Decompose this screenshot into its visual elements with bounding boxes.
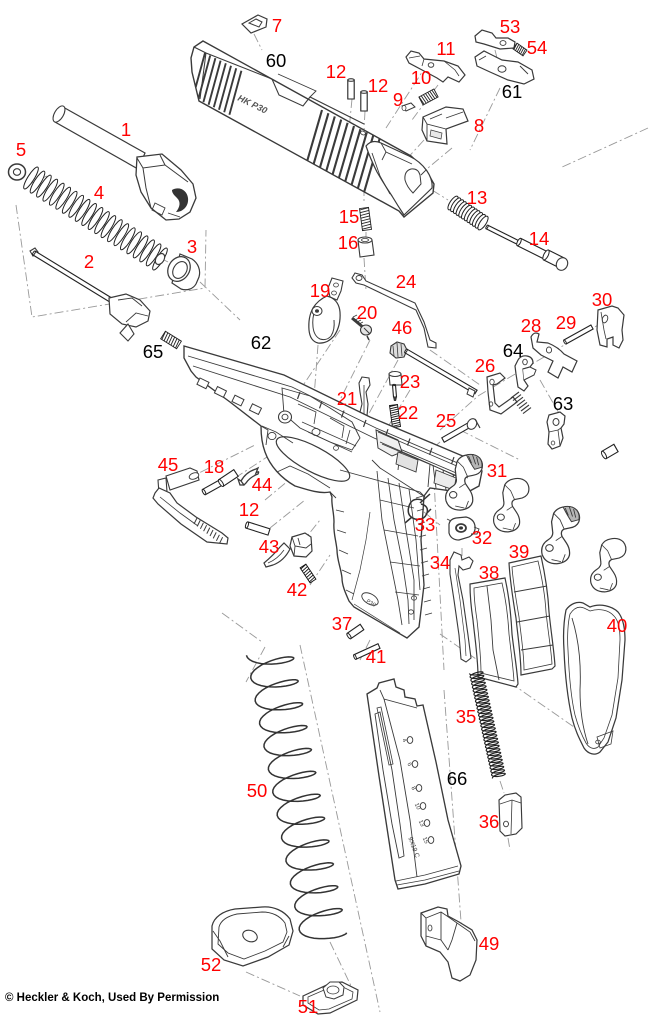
svg-text:50: 50 bbox=[247, 780, 268, 801]
svg-text:© Heckler & Koch, Used By Perm: © Heckler & Koch, Used By Permission bbox=[5, 992, 219, 1004]
svg-text:2: 2 bbox=[84, 251, 94, 272]
svg-text:52: 52 bbox=[201, 954, 222, 975]
svg-text:8: 8 bbox=[409, 786, 416, 792]
svg-text:35: 35 bbox=[456, 706, 477, 727]
svg-text:60: 60 bbox=[266, 50, 287, 71]
svg-text:9: 9 bbox=[393, 89, 403, 110]
svg-text:13: 13 bbox=[467, 187, 488, 208]
svg-text:10: 10 bbox=[413, 802, 422, 811]
svg-text:15: 15 bbox=[421, 836, 430, 845]
svg-text:3: 3 bbox=[187, 236, 197, 257]
svg-text:12: 12 bbox=[239, 499, 260, 520]
svg-text:54: 54 bbox=[527, 37, 548, 58]
svg-text:P30: P30 bbox=[365, 599, 376, 609]
svg-text:18: 18 bbox=[204, 456, 225, 477]
svg-text:12: 12 bbox=[326, 61, 347, 82]
svg-text:22: 22 bbox=[398, 402, 419, 423]
svg-text:43: 43 bbox=[259, 536, 280, 557]
svg-text:21: 21 bbox=[337, 388, 358, 409]
svg-text:66: 66 bbox=[447, 768, 468, 789]
svg-text:37: 37 bbox=[332, 613, 353, 634]
svg-text:13: 13 bbox=[417, 819, 426, 828]
svg-text:20: 20 bbox=[357, 302, 378, 323]
svg-text:14: 14 bbox=[529, 228, 550, 249]
svg-text:7: 7 bbox=[272, 15, 282, 36]
svg-text:42: 42 bbox=[287, 579, 308, 600]
svg-text:30: 30 bbox=[592, 289, 613, 310]
svg-text:62: 62 bbox=[251, 332, 272, 353]
svg-text:61: 61 bbox=[502, 81, 523, 102]
svg-text:63: 63 bbox=[553, 393, 574, 414]
svg-text:36: 36 bbox=[479, 811, 500, 832]
svg-text:51: 51 bbox=[298, 996, 319, 1017]
svg-text:1: 1 bbox=[121, 119, 131, 140]
svg-text:64: 64 bbox=[503, 340, 524, 361]
svg-text:32: 32 bbox=[472, 527, 493, 548]
svg-text:8: 8 bbox=[474, 115, 484, 136]
svg-text:41: 41 bbox=[366, 646, 387, 667]
svg-text:23: 23 bbox=[400, 371, 421, 392]
svg-text:39: 39 bbox=[509, 541, 530, 562]
svg-text:12: 12 bbox=[368, 75, 389, 96]
svg-text:15: 15 bbox=[339, 206, 360, 227]
svg-text:4: 4 bbox=[400, 738, 407, 744]
svg-text:65: 65 bbox=[143, 341, 164, 362]
svg-text:5: 5 bbox=[16, 139, 26, 160]
svg-text:53: 53 bbox=[500, 16, 521, 37]
svg-text:4: 4 bbox=[94, 182, 104, 203]
svg-text:25: 25 bbox=[436, 410, 457, 431]
svg-text:34: 34 bbox=[430, 552, 451, 573]
svg-text:33: 33 bbox=[415, 514, 436, 535]
svg-text:19: 19 bbox=[310, 280, 331, 301]
svg-text:29: 29 bbox=[556, 312, 577, 333]
svg-text:40: 40 bbox=[607, 615, 628, 636]
svg-text:31: 31 bbox=[487, 460, 508, 481]
svg-text:38: 38 bbox=[479, 562, 500, 583]
svg-text:6: 6 bbox=[405, 762, 412, 768]
svg-text:11: 11 bbox=[436, 38, 455, 59]
svg-text:44: 44 bbox=[252, 474, 273, 495]
svg-text:46: 46 bbox=[392, 317, 413, 338]
svg-text:28: 28 bbox=[521, 315, 542, 336]
svg-text:16: 16 bbox=[338, 232, 359, 253]
svg-text:10: 10 bbox=[411, 67, 432, 88]
svg-text:45: 45 bbox=[158, 454, 179, 475]
svg-text:26: 26 bbox=[475, 355, 496, 376]
svg-text:49: 49 bbox=[479, 933, 500, 954]
svg-text:24: 24 bbox=[396, 271, 417, 292]
